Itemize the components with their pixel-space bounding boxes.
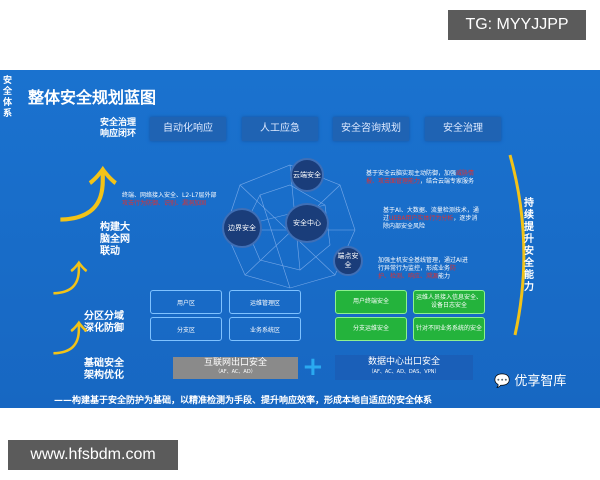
internet-exit-sub: （AF、AC、AD） — [215, 369, 256, 375]
zone-business: 业务系统区 — [229, 317, 301, 341]
note-text: 能力 — [438, 273, 451, 280]
node-border-security: 边界安全 — [222, 208, 262, 248]
right-curved-arrow-icon — [508, 154, 526, 336]
footer-text: ——构建基于安全防护为基础，以精准检测为手段、提升响应效率，形成本地自适应的安全… — [54, 396, 433, 406]
watermark-bottom: www.hfsbdm.com — [8, 440, 178, 470]
green-box-business-systems: 针对不同业务系统的安全 — [413, 317, 485, 341]
node-cloud-security: 云端安全 — [290, 158, 324, 192]
curved-arrow-icon: ⤴ — [52, 259, 89, 300]
watermark-top: TG: MYYJJPP — [448, 10, 586, 40]
dc-exit-sub: （AF、AC、AD、DAS、VPN） — [368, 369, 440, 375]
note-text: 基于AI、大数据、流量检测技术，通过 — [383, 207, 479, 222]
button-consulting[interactable]: 安全咨询规划 — [333, 117, 409, 141]
brand-name: 优享智库 — [514, 374, 567, 389]
row-label-zones: 分区分域深化防御 — [84, 311, 124, 334]
right-label: 持续提升安全能力 — [524, 198, 534, 293]
row-label-base: 基础安全架构优化 — [84, 358, 124, 381]
node-security-center: 安全中心 — [285, 203, 329, 243]
slide: 安全体系 整体安全规划蓝图 安全治理响应闭环 构建大脑全网联动 分区分域深化防御… — [0, 70, 600, 408]
note-border: 终端、网络接入安全、L2-L7层外部攻击行为防御、识别、漏洞加固 — [122, 192, 222, 208]
zone-ops: 运维管理区 — [229, 290, 301, 314]
note-text: ，逐步消除内部安全风险 — [383, 215, 478, 230]
note-bigdata: 基于AI、大数据、流量检测技术，通过UEBA用户实体行为分析，逐步消除内部安全风… — [383, 207, 483, 231]
brand: 💬 优享智库 — [494, 370, 566, 389]
note-highlight: UEBA用户实体行为分析 — [389, 215, 454, 222]
note-text: 终端、网络接入安全、L2-L7层外部 — [122, 192, 217, 199]
green-box-user-terminal: 用户终端安全 — [335, 290, 407, 314]
slide-title: 整体安全规划蓝图 — [28, 88, 157, 107]
wechat-icon: 💬 — [494, 374, 511, 389]
note-text: ，结合云端专家服务 — [420, 178, 475, 185]
button-governance[interactable]: 安全治理 — [425, 117, 501, 141]
curved-arrow-icon: ⤴ — [52, 319, 89, 360]
row-label-governance: 安全治理响应闭环 — [100, 118, 137, 139]
note-text: 基于安全云脑实现主动防御，加强 — [366, 170, 457, 177]
note-host: 加强主机安全基线管理，通过AI进行异常行为监控，形成业务防护、检测、响应、溯源能… — [378, 257, 468, 281]
zone-branch: 分支区 — [150, 317, 222, 341]
node-endpoint-security: 端点安全 — [333, 246, 363, 276]
curved-arrow-icon: ⤴ — [58, 162, 118, 232]
row-label-brain: 构建大脑全网联动 — [100, 222, 130, 257]
button-auto-response[interactable]: 自动化响应 — [150, 117, 226, 141]
plus-icon: + — [302, 352, 324, 382]
note-highlight: 威胁情报、攻击面管理能力 — [366, 170, 475, 185]
green-box-ops-access: 运维人员接入信息安全、设备日志安全 — [413, 290, 485, 314]
dc-exit-box: 数据中心出口安全 （AF、AC、AD、DAS、VPN） — [335, 355, 473, 380]
internet-exit-box: 互联网出口安全 （AF、AC、AD） — [173, 357, 298, 379]
note-highlight: 攻击行为防御、识别、漏洞加固 — [122, 200, 207, 207]
dc-exit-title: 数据中心出口安全 — [367, 357, 440, 367]
note-cloud: 基于安全云脑实现主动防御，加强威胁情报、攻击面管理能力，结合云端专家服务 — [366, 170, 476, 186]
green-box-branch-ops: 分支运维安全 — [335, 317, 407, 341]
button-manual-response[interactable]: 人工应急 — [242, 117, 318, 141]
side-label: 安全体系 — [3, 76, 13, 119]
internet-exit-title: 互联网出口安全 — [203, 358, 267, 368]
note-highlight: 防护、检测、响应、溯源 — [378, 265, 457, 280]
note-text: 加强主机安全基线管理，通过AI进行异常行为监控，形成业务 — [378, 257, 468, 272]
zone-user: 用户区 — [150, 290, 222, 314]
